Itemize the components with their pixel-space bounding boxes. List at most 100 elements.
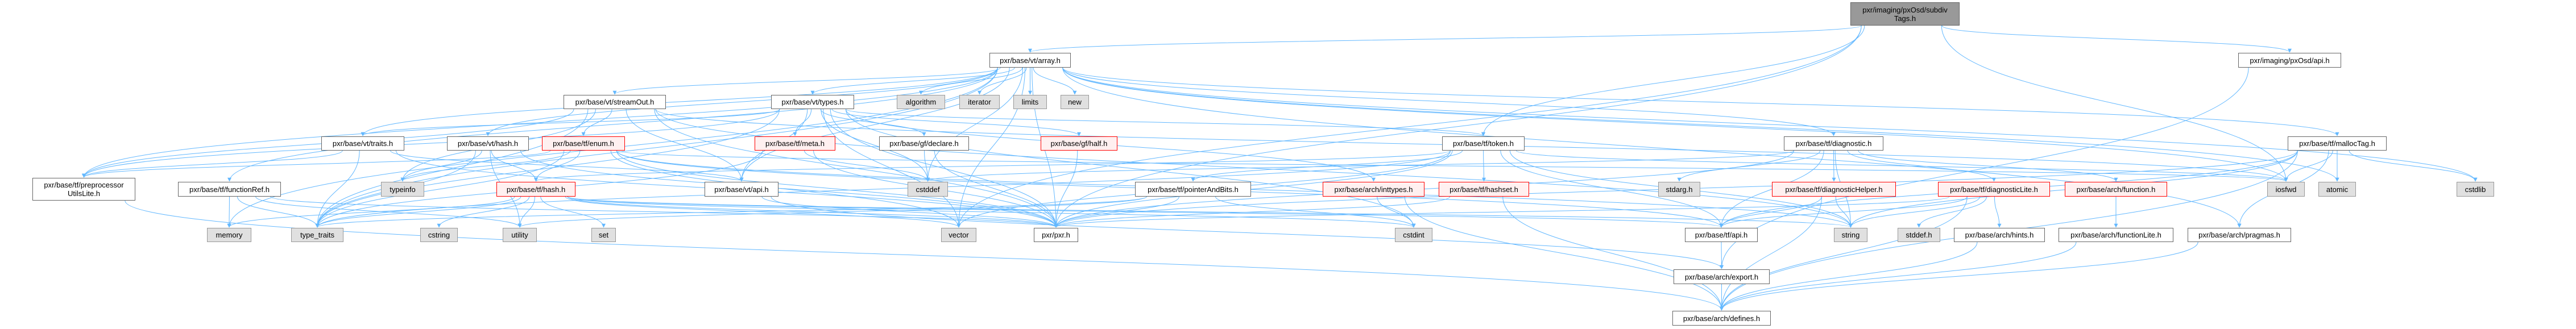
edge-token-to-iosfwd xyxy=(1516,150,2288,182)
edge-diagnostic-to-stdarg xyxy=(1677,150,1821,182)
graph-node-tfhash[interactable]: pxr/base/tf/hash.h xyxy=(496,182,575,197)
graph-node-token[interactable]: pxr/base/tf/token.h xyxy=(1442,136,1525,151)
graph-node-cstdint: cstdint xyxy=(1395,228,1432,242)
graph-node-pragmas[interactable]: pxr/base/arch/pragmas.h xyxy=(2188,228,2291,242)
edge-pointerandbits-to-type_traits xyxy=(315,196,1147,228)
edge-malloctag-to-iosfwd xyxy=(2284,150,2333,182)
graph-node-typeinfo: typeinfo xyxy=(381,182,424,197)
edge-enum-to-iosfwd xyxy=(616,150,2288,182)
edge-declare-to-pxr xyxy=(934,150,1058,228)
edge-tfhash-to-string xyxy=(567,196,1853,228)
graph-node-functionlite[interactable]: pxr/base/arch/functionLite.h xyxy=(2059,228,2173,242)
edge-types-to-meta xyxy=(793,109,812,136)
edge-pointerandbits-to-cstdint xyxy=(1215,196,1416,228)
edge-subdivtags-to-pxosdapi xyxy=(1941,25,2292,53)
edge-diagnostic-to-cstddef xyxy=(926,150,1794,182)
graph-node-traits[interactable]: pxr/base/vt/traits.h xyxy=(321,136,404,151)
edge-functionref-to-pxr xyxy=(270,196,1058,228)
graph-node-declare[interactable]: pxr/base/gf/declare.h xyxy=(879,136,969,151)
graph-node-tfapi[interactable]: pxr/base/tf/api.h xyxy=(1685,228,1758,242)
edge-vthash-to-tfhash xyxy=(491,150,538,182)
edge-streamout-to-enum xyxy=(581,109,612,136)
graph-node-type_traits: type_traits xyxy=(291,228,343,242)
graph-node-streamout[interactable]: pxr/base/vt/streamOut.h xyxy=(564,95,666,109)
edge-array-to-vthash xyxy=(486,67,998,136)
graph-node-types[interactable]: pxr/base/vt/types.h xyxy=(771,95,854,109)
graph-node-atomic: atomic xyxy=(2318,182,2356,197)
edge-array-to-cstddef xyxy=(926,67,1024,182)
edge-array-to-cstdlib xyxy=(1062,67,2478,182)
graph-node-preproc[interactable]: pxr/base/tf/preprocessor UtilsLite.h xyxy=(32,178,135,201)
edge-hashset-to-defines xyxy=(1502,196,1724,311)
edge-array-to-streamout xyxy=(612,67,1001,95)
graph-node-pxr[interactable]: pxr/pxr.h xyxy=(1034,228,1078,242)
edge-token-to-pointerandbits xyxy=(1191,150,1463,182)
edge-token-to-tfhash xyxy=(534,150,1451,182)
graph-node-half[interactable]: pxr/base/gf/half.h xyxy=(1041,136,1117,151)
graph-node-vthash[interactable]: pxr/base/vt/hash.h xyxy=(447,136,529,151)
edge-enum-to-typeinfo xyxy=(400,150,571,182)
edge-tfhash-to-tfapi xyxy=(567,196,1724,228)
graph-node-limits: limits xyxy=(1013,95,1047,109)
edge-types-to-type_traits xyxy=(315,109,780,228)
graph-node-set: set xyxy=(591,228,616,242)
edge-array-to-type_traits xyxy=(315,67,998,228)
graph-node-hints[interactable]: pxr/base/arch/hints.h xyxy=(1954,228,2045,242)
edge-types-to-vector xyxy=(823,109,961,228)
edge-diaglite-to-stddef xyxy=(1917,196,1987,228)
edge-types-to-preproc xyxy=(82,109,780,178)
graph-node-array[interactable]: pxr/base/vt/array.h xyxy=(989,53,1071,68)
edge-diagnostic-to-diaglite xyxy=(1847,150,1996,182)
edge-tfhash-to-type_traits xyxy=(315,196,521,228)
edge-array-to-functionref xyxy=(227,67,998,182)
edge-array-to-algorithm xyxy=(919,67,1023,95)
edge-enum-to-preproc xyxy=(82,150,551,178)
graph-node-hashset[interactable]: pxr/base/tf/hashset.h xyxy=(1439,182,1529,197)
graph-node-iosfwd: iosfwd xyxy=(2267,182,2305,197)
graph-node-diagnostic[interactable]: pxr/base/tf/diagnostic.h xyxy=(1784,136,1883,151)
graph-node-function[interactable]: pxr/base/arch/function.h xyxy=(2065,182,2167,197)
edge-traits-to-vtapi xyxy=(390,150,744,182)
edge-types-to-cstdint xyxy=(845,109,1416,228)
edge-meta-to-cstddef xyxy=(804,150,930,182)
edge-array-to-preproc xyxy=(82,67,998,178)
graph-node-malloctag[interactable]: pxr/base/tf/mallocTag.h xyxy=(2288,136,2387,151)
graph-node-cstddef: cstddef xyxy=(908,182,948,197)
edge-half-to-pxr xyxy=(1054,150,1078,228)
edge-array-to-traits xyxy=(361,67,998,136)
graph-node-string: string xyxy=(1834,228,1867,242)
graph-node-enum[interactable]: pxr/base/tf/enum.h xyxy=(542,136,625,151)
edge-traits-to-preproc xyxy=(82,150,343,178)
graph-node-cstdlib: cstdlib xyxy=(2457,182,2494,197)
edge-diagnostic-to-function xyxy=(1858,150,2118,182)
edge-token-to-tfapi xyxy=(1500,150,1724,228)
edge-diagnostic-to-pxr xyxy=(1054,150,1794,228)
edge-inttypes-to-defines xyxy=(1404,196,1724,311)
graph-node-pxosdapi[interactable]: pxr/imaging/pxOsd/api.h xyxy=(2238,53,2341,68)
edge-types-to-declare xyxy=(820,109,926,136)
edge-array-to-new xyxy=(1033,67,1077,95)
edge-pointerandbits-to-utility xyxy=(517,196,1147,228)
graph-node-subdivtags: pxr/imaging/pxOsd/subdiv Tags.h xyxy=(1850,2,1960,26)
graph-node-pointerandbits[interactable]: pxr/base/tf/pointerAndBits.h xyxy=(1135,182,1251,197)
graph-node-diaglite[interactable]: pxr/base/tf/diagnosticLite.h xyxy=(1938,182,2050,197)
edge-diaglite-to-hints xyxy=(1994,196,2002,228)
edge-array-to-atomic xyxy=(1062,67,2339,182)
edge-subdivtags-to-vector xyxy=(956,25,1862,228)
graph-node-meta[interactable]: pxr/base/tf/meta.h xyxy=(755,136,835,151)
edge-array-to-malloctag xyxy=(1062,67,2339,136)
edge-vthash-to-typeinfo xyxy=(400,150,482,182)
edge-hints-to-defines xyxy=(1720,241,1978,311)
graph-node-vtapi[interactable]: pxr/base/vt/api.h xyxy=(705,182,778,197)
graph-node-defines[interactable]: pxr/base/arch/defines.h xyxy=(1672,311,1771,326)
graph-node-export[interactable]: pxr/base/arch/export.h xyxy=(1674,269,1770,284)
graph-node-diaghelper[interactable]: pxr/base/tf/diagnosticHelper.h xyxy=(1772,182,1896,197)
edge-tfhash-to-cstring xyxy=(437,196,530,228)
edge-layer xyxy=(82,25,2478,311)
edge-types-to-cstddef xyxy=(821,109,930,182)
graph-node-inttypes[interactable]: pxr/base/arch/inttypes.h xyxy=(1323,182,1424,197)
edge-tfhash-to-utility xyxy=(517,196,536,228)
edge-subdivtags-to-token xyxy=(1481,25,1865,136)
graph-node-algorithm: algorithm xyxy=(897,95,945,109)
graph-node-functionref[interactable]: pxr/base/tf/functionRef.h xyxy=(178,182,281,197)
